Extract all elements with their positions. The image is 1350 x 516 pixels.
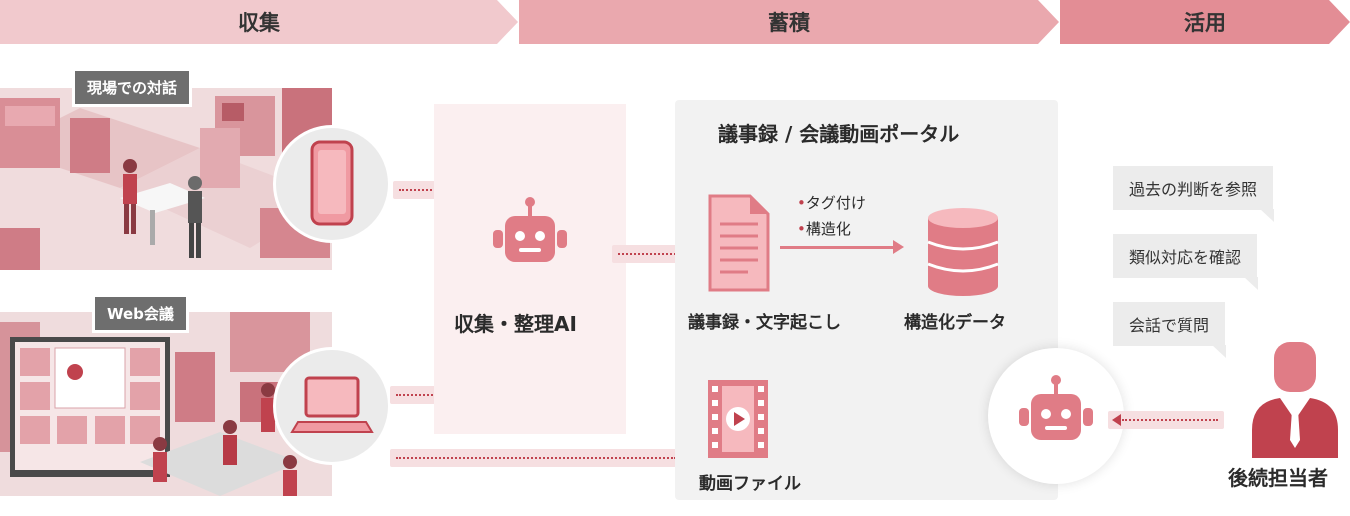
laptop-circle [276,350,388,462]
robot-icon [493,197,567,262]
arrow-web-to-video [390,449,690,467]
person-label: 後続担当者 [1228,466,1328,490]
arrow-person-to-assistant [1108,411,1224,429]
smartphone-circle [276,128,388,240]
phase-utilize-label: 活用 [1184,11,1226,35]
structured-data-label: 構造化データ [904,313,1006,333]
assistant-circle [988,348,1124,484]
phase-accumulate-label: 蓄積 [768,11,810,35]
bullet-tagging-label: タグ付け [805,194,866,212]
phase-collect: 収集 [0,0,518,44]
document-icon [708,194,770,292]
web-meeting-label: Web会議 [92,294,189,333]
bubble-check-similar: 類似対応を確認 [1113,234,1259,290]
video-file-label: 動画ファイル [699,474,801,494]
robot-icon [1019,375,1093,440]
phase-accumulate: 蓄積 [519,0,1059,44]
arrow-doc-to-data [780,240,904,254]
bullet-structuring: •構造化 [797,220,851,238]
transcript-label: 議事録・文字起こし [688,313,841,333]
onsite-label: 現場での対話 [72,68,193,107]
phase-utilize: 活用 [1060,0,1350,44]
ai-label: 収集・整理AI [454,312,577,336]
database-icon [927,208,999,296]
video-file-icon [708,380,768,458]
bullet-structuring-label: 構造化 [805,220,851,238]
bullet-tagging: •タグ付け [797,194,866,212]
ai-panel [434,104,626,434]
portal-title: 議事録 / 会議動画ポータル [718,122,960,146]
bubble-reference-past: 過去の判断を参照 [1113,166,1275,222]
person-icon [1252,342,1338,458]
smartphone-icon [310,140,354,226]
bubble-ask-question: 会話で質問 [1113,302,1227,358]
laptop-icon [290,376,374,433]
phase-collect-label: 収集 [238,11,280,35]
